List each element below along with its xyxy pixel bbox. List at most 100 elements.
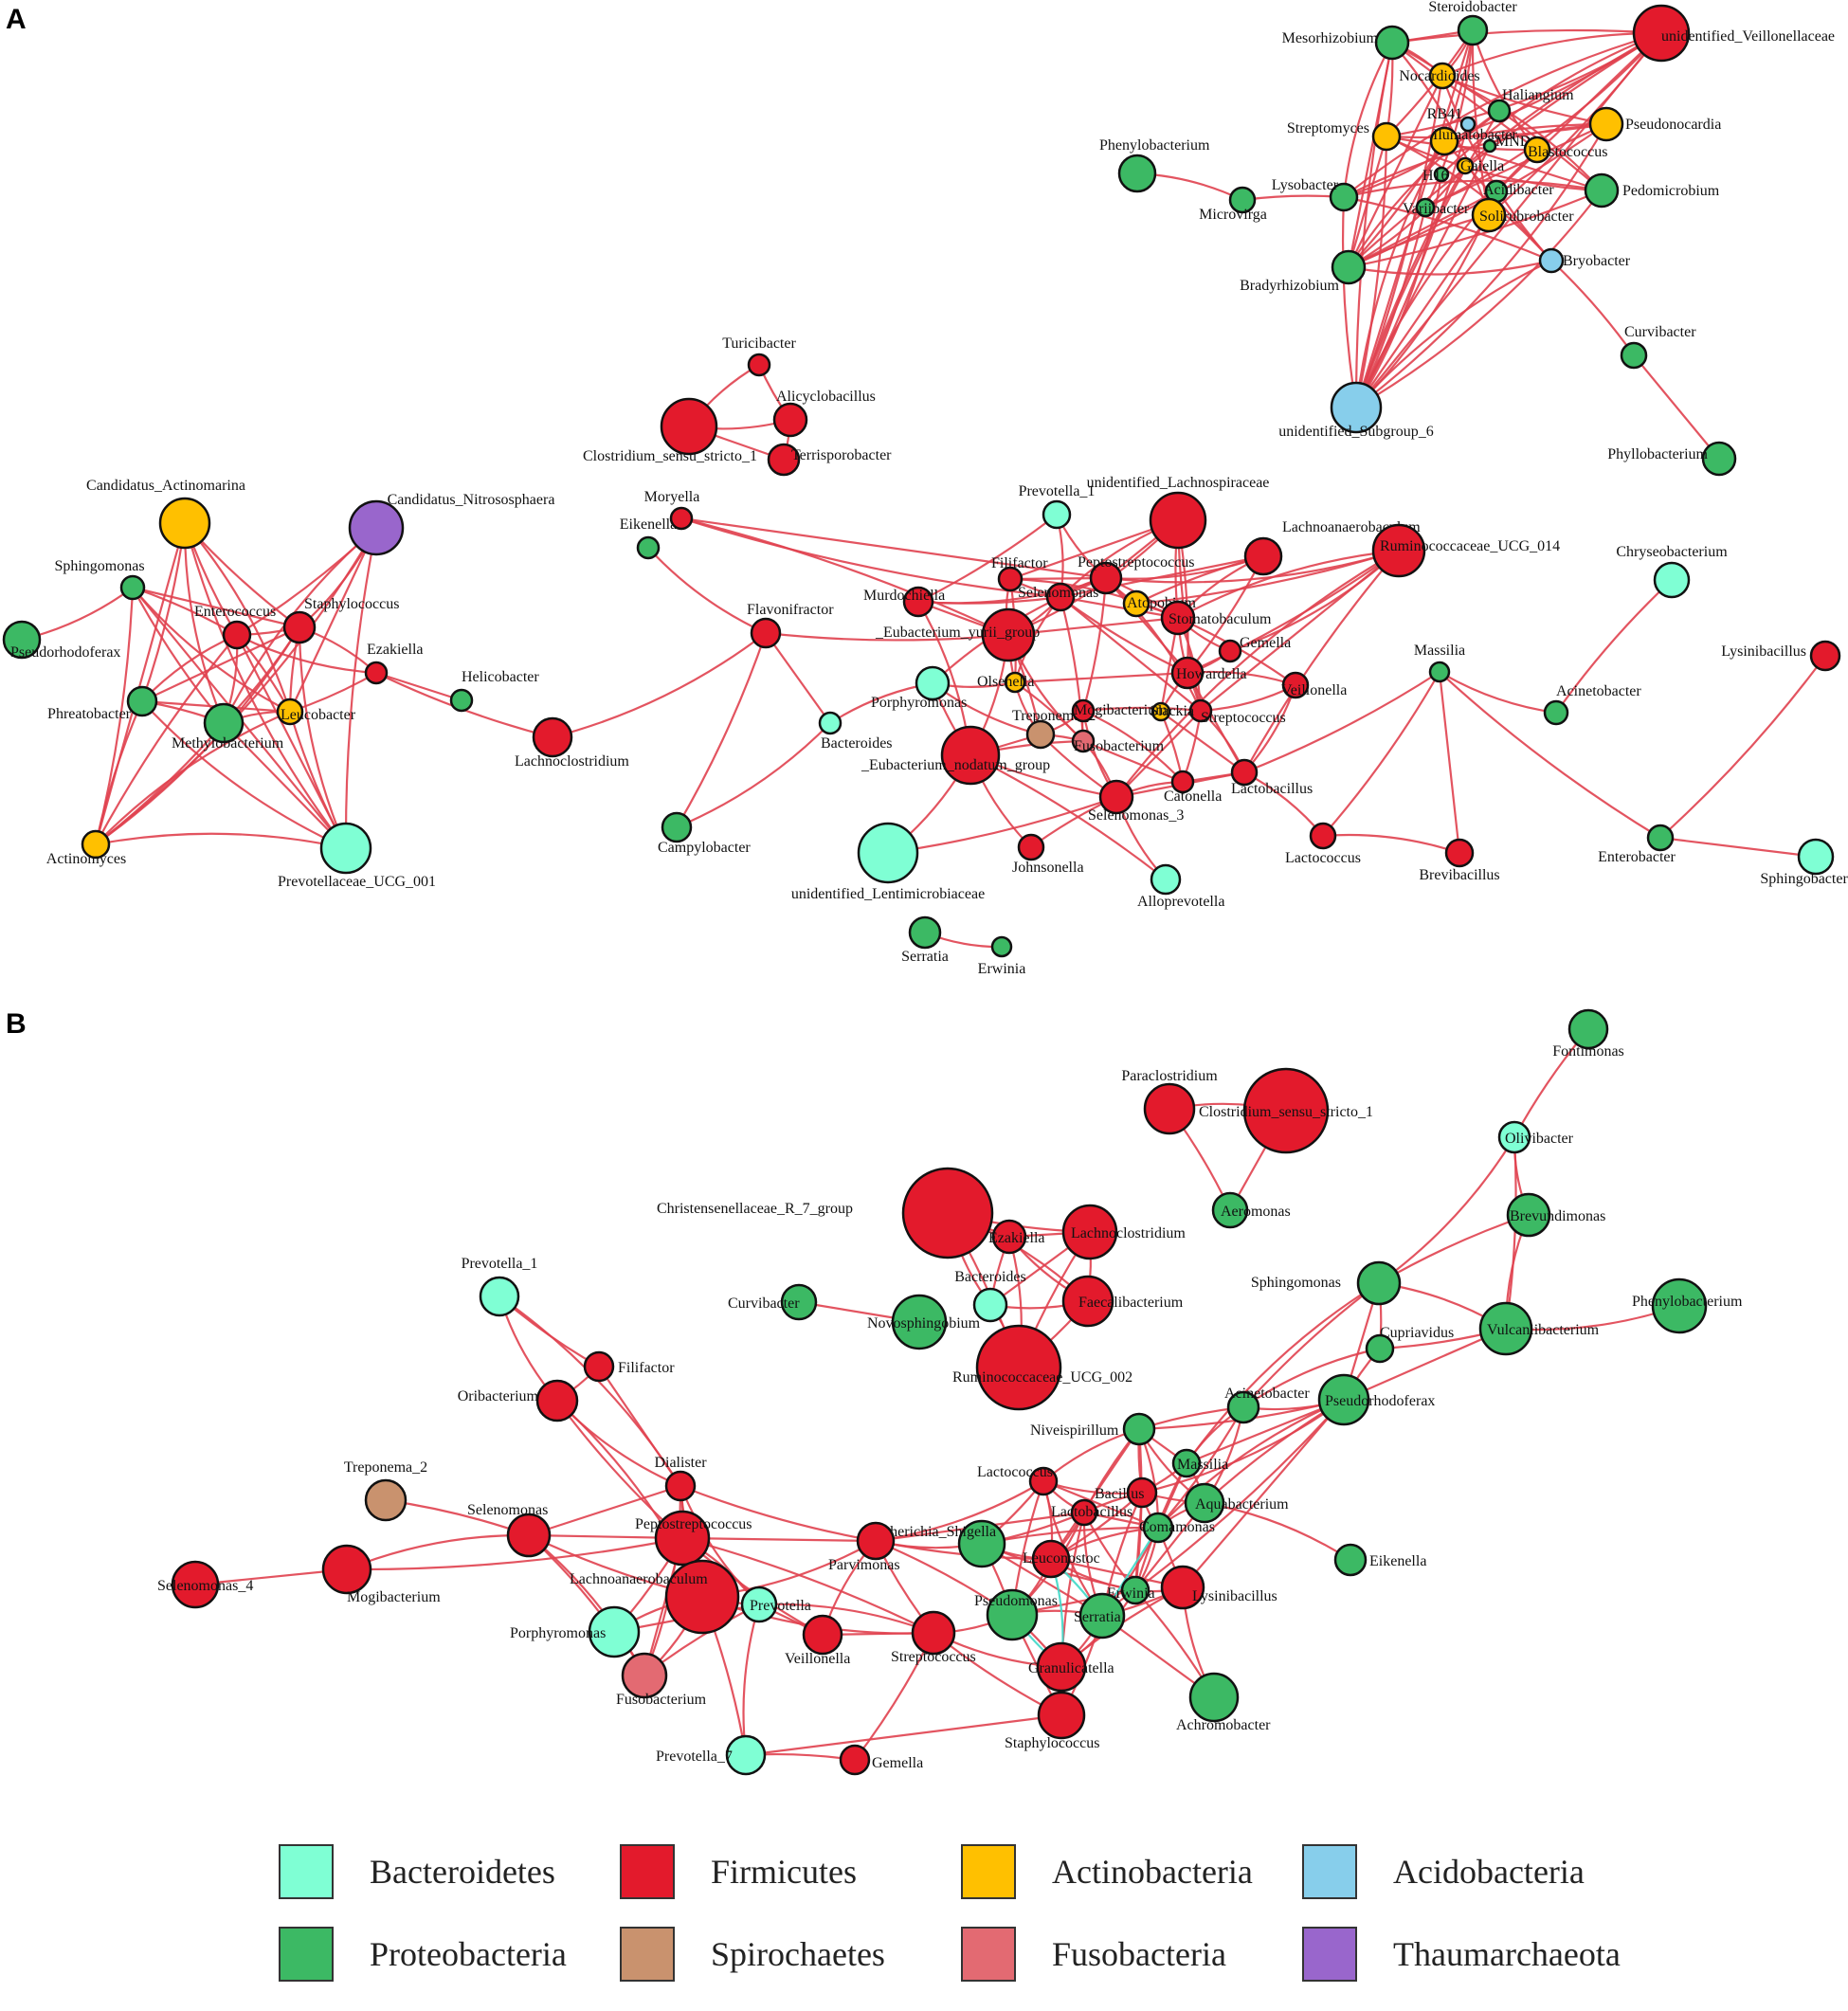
network-a-node-label: Methylobacterium	[172, 735, 284, 752]
network-a-node-circle	[126, 685, 158, 717]
network-b-node-label: Gemella	[872, 1755, 923, 1771]
network-b-node-circle	[321, 1544, 372, 1595]
network-a-node: Clostridium_sensu_stricto_1	[583, 397, 757, 464]
network-a-node: Selenomonas	[1018, 582, 1098, 612]
network-b-node-circle	[1028, 1466, 1059, 1496]
legend-label: Bacteroidetes	[370, 1853, 555, 1891]
network-a-node-circle	[1487, 99, 1512, 123]
network-a-node-circle	[348, 499, 405, 556]
network-a-edge	[1177, 549, 1400, 619]
network-b-node-circle	[479, 1276, 520, 1317]
network-a-node: Bradyrhizobium	[1240, 249, 1367, 294]
network-a-node-label: Gaiella	[1460, 158, 1504, 174]
network-a-node-circle	[1218, 639, 1242, 663]
network-a-node-circle	[1428, 661, 1451, 683]
network-b-node: Aeromonas	[1211, 1191, 1291, 1229]
network-a-node-label: Helicobacter	[462, 669, 539, 685]
network-b-node: Brevundimonas	[1506, 1192, 1605, 1238]
network-a-node: Flavonifractor	[747, 602, 834, 649]
network-a-node: Prevotella_1	[1019, 483, 1095, 530]
network-a-node-circle	[1471, 197, 1507, 233]
network-b-node: Achromobacter	[1176, 1672, 1271, 1733]
network-b-node: Peptostreptococcus	[635, 1510, 752, 1567]
network-a-node-circle	[1188, 698, 1213, 723]
network-a-node-label: Streptomyces	[1287, 120, 1369, 136]
network-a-node-circle	[1374, 25, 1410, 61]
network-b-node-label: Acinetobacter	[1224, 1386, 1310, 1402]
network-a-node: Campylobacter	[658, 811, 751, 856]
network-a-node: Methylobacterium	[172, 702, 284, 752]
network-a-node-circle	[1122, 589, 1150, 618]
network-b-node-label: Selenomonas_4	[157, 1578, 253, 1594]
network-a-edge	[95, 832, 347, 850]
network-a-node: Slackia	[1150, 701, 1194, 722]
network-b-node-label: Pseudorhodoferax	[1325, 1393, 1435, 1409]
network-b-node: Fontimonas	[1552, 1008, 1624, 1060]
network-a-node-circle	[1071, 729, 1096, 753]
network-a-node-label: Curvibacter	[1624, 324, 1696, 340]
legend-swatch	[279, 1844, 334, 1899]
network-b-node: Selenomonas_4	[157, 1560, 253, 1609]
network-b-node-circle	[740, 1585, 778, 1623]
network-a-edge	[1471, 29, 1538, 151]
network-b-node-label: Prevotella	[750, 1598, 811, 1614]
network-a-node-label: Lachnoclostridium	[515, 753, 629, 770]
network-a-node: Stomatobaculum	[1160, 600, 1272, 636]
network-a-edge	[1354, 140, 1445, 408]
network-a-edge	[1343, 122, 1607, 198]
network-a-edge	[1187, 550, 1400, 675]
network-b-node-label: Olivibacter	[1505, 1131, 1574, 1147]
network-a-node-label: Actinomyces	[46, 851, 126, 867]
network-a-node-label: unidentified_Lentimicrobiaceae	[791, 886, 985, 902]
network-a-node-label: Ilumatobacter	[1433, 127, 1518, 143]
network-b-node: Prevotella_7	[656, 1734, 767, 1776]
network-b-edge	[556, 1400, 681, 1488]
network-b-node-label: Porphyromonas	[510, 1625, 606, 1641]
network-b-node-circle	[1365, 1333, 1395, 1364]
network-a-node-circle	[532, 716, 573, 758]
network-a-edge	[1355, 207, 1427, 408]
network-a-edge	[1135, 549, 1400, 606]
network-a-node: Prevotellaceae_UCG_001	[278, 822, 436, 890]
network-a-node-circle	[1089, 561, 1123, 595]
network-b-node: Olivibacter	[1497, 1120, 1574, 1154]
network-a-node-circle	[1415, 197, 1436, 218]
network-a-node-circle	[1098, 779, 1134, 815]
network-b-node-circle	[1120, 1575, 1150, 1605]
network-a-edge	[1060, 596, 1202, 712]
network-a-node: unidentified_Lachnospiraceae	[1087, 475, 1269, 550]
network-a-node-label: Acinetobacter	[1556, 683, 1641, 699]
network-a-node: Erwinia	[978, 935, 1025, 977]
network-a-node: Acinetobacter	[1543, 683, 1641, 726]
network-a-node-circle	[222, 620, 252, 650]
network-a-edge	[375, 671, 462, 702]
network-a-node-label: Ruminococcaceae_UCG_014	[1380, 538, 1560, 554]
network-a-node: Murdochiella	[863, 586, 945, 618]
network-a-node-circle	[1149, 491, 1207, 550]
network-a-edge	[1341, 196, 1358, 408]
network-b-node-label: Niveispirillum	[1030, 1422, 1119, 1439]
network-a-node: Lysobacter	[1272, 177, 1359, 212]
network-b-node-circle	[506, 1513, 552, 1558]
network-b-node-label: Achromobacter	[1176, 1717, 1271, 1733]
network-a-node-circle	[1456, 156, 1475, 175]
network-a-edge	[917, 514, 1058, 603]
network-b-node-circle	[654, 1510, 711, 1567]
network-b-node-circle	[1333, 1543, 1368, 1577]
network-a-edge	[1386, 136, 1603, 192]
network-a-edge	[95, 626, 300, 845]
network-b-edge	[745, 1713, 1062, 1757]
network-a-edge	[1343, 110, 1500, 199]
network-b-node: Lactobacillus	[1051, 1498, 1132, 1527]
network-a-edge	[1550, 260, 1635, 356]
network-a-node-label: Ezakiella	[367, 642, 424, 658]
network-a-edge	[1060, 554, 1264, 599]
network-a-node-label: Alloprevotella	[1137, 894, 1224, 910]
network-a-node-circle	[1150, 701, 1171, 722]
network-a-edge	[1391, 42, 1491, 216]
network-b-node-label: Eikenella	[1369, 1553, 1426, 1569]
legend-swatch	[279, 1927, 334, 1982]
network-a-node-circle	[282, 610, 317, 644]
network-b-node-label: Massilia	[1177, 1457, 1228, 1473]
network-a-node-label: Haliangium	[1502, 87, 1574, 103]
